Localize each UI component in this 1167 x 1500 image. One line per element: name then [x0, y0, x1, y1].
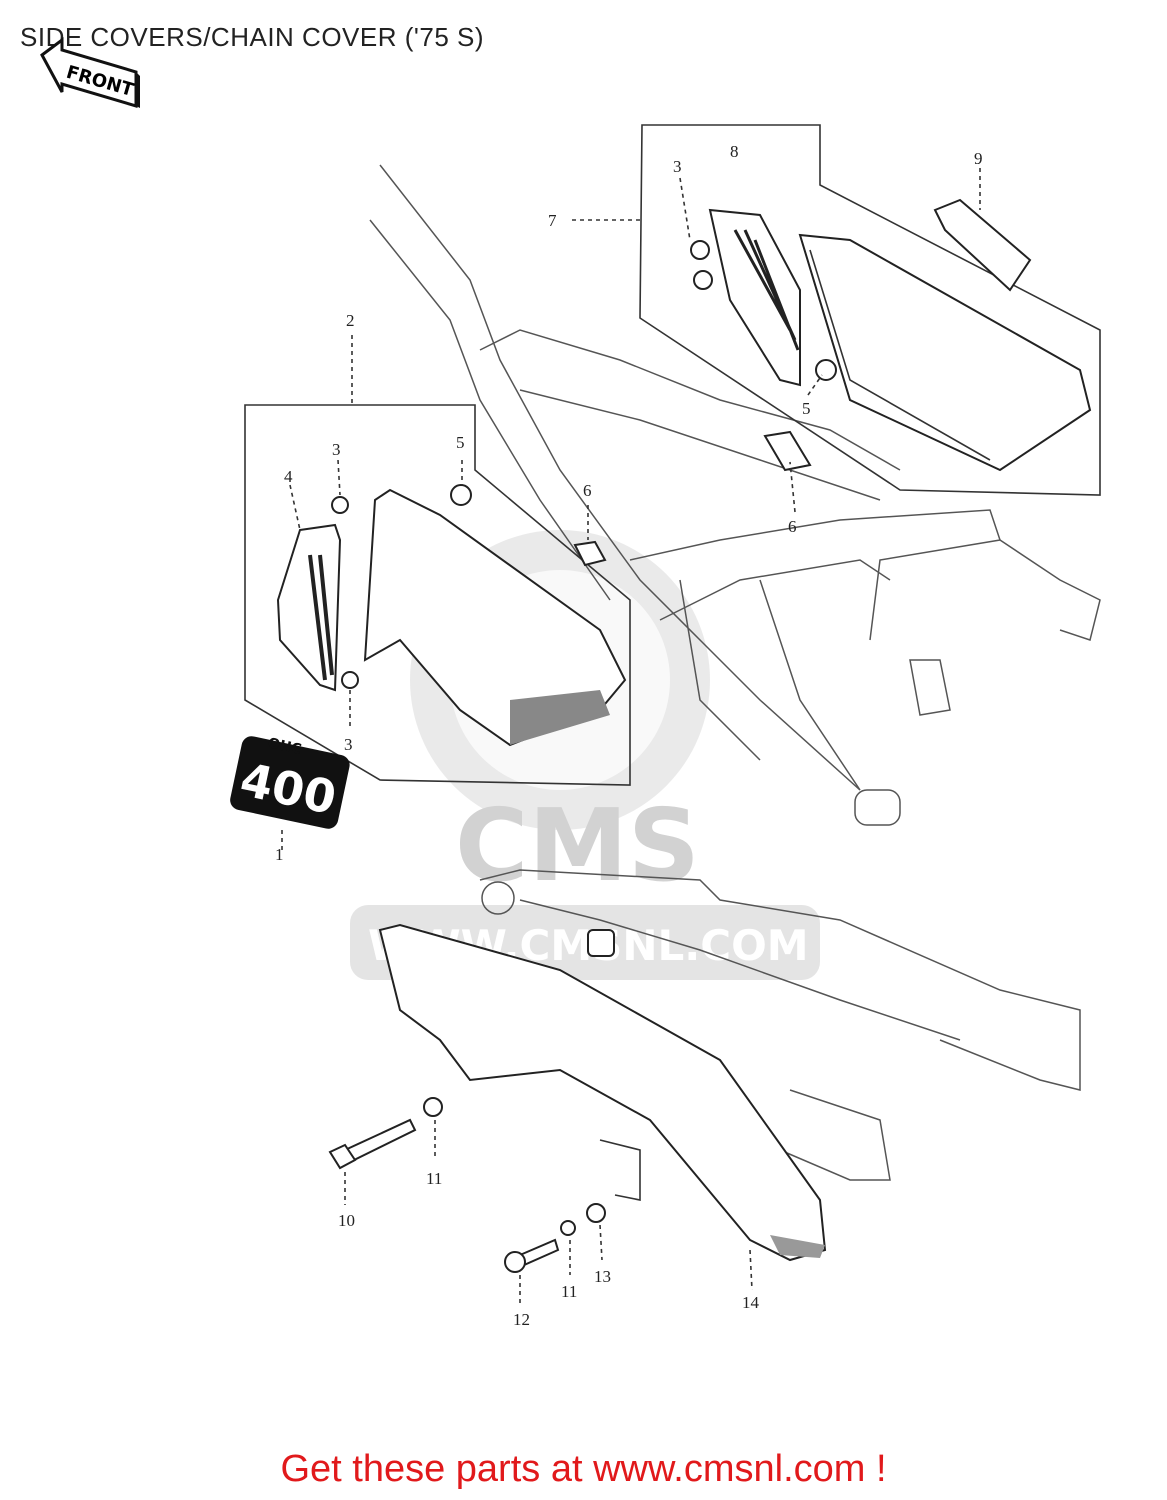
callout-numbers: 1 2 3 3 3 4 5 5 6 6 7 8 9 10 11 11 12 13…: [275, 142, 983, 1329]
emblem-line1: OHC: [266, 735, 302, 758]
callout-3: 3: [344, 735, 353, 754]
callout-13: 13: [594, 1267, 611, 1286]
group-box-left-cover: [244, 404, 631, 786]
callout-8: 8: [730, 142, 739, 161]
callout-12: 12: [513, 1310, 530, 1329]
front-arrow-icon: FRONT: [40, 37, 140, 109]
leader-lines: [281, 168, 981, 1305]
callout-9: 9: [974, 149, 983, 168]
callout-4: 4: [284, 467, 293, 486]
fasteners: [328, 1097, 606, 1273]
callout-2: 2: [346, 311, 355, 330]
washer-icon: [560, 1220, 576, 1236]
callout-3: 3: [673, 157, 682, 176]
callout-11: 11: [426, 1169, 442, 1188]
grommet-icon: [815, 359, 837, 381]
callout-3: 3: [332, 440, 341, 459]
callout-6: 6: [583, 481, 592, 500]
callout-10: 10: [338, 1211, 355, 1230]
watermark-brand: CMS: [455, 787, 700, 904]
washer-icon: [586, 1203, 606, 1223]
callout-5: 5: [802, 399, 811, 418]
motorcycle-frame: [369, 164, 1101, 1181]
bolt-icon: [343, 1118, 417, 1164]
callout-5: 5: [456, 433, 465, 452]
left-side-cover-assembly: [276, 484, 627, 747]
chain-cover: [378, 923, 827, 1262]
callout-14: 14: [742, 1293, 760, 1312]
right-side-cover-assembly: [690, 198, 1092, 472]
callout-1: 1: [275, 845, 284, 864]
footer-cta-link[interactable]: Get these parts at www.cmsnl.com !: [280, 1448, 887, 1490]
callout-7: 7: [548, 211, 557, 230]
washer-icon: [423, 1097, 443, 1117]
callout-11: 11: [561, 1282, 577, 1301]
emblem-ohc-400: OHC 400: [230, 735, 350, 829]
group-box-right-cover: [639, 124, 1101, 496]
page-title: SIDE COVERS/CHAIN COVER ('75 S): [20, 22, 484, 52]
callout-6: 6: [788, 517, 797, 536]
